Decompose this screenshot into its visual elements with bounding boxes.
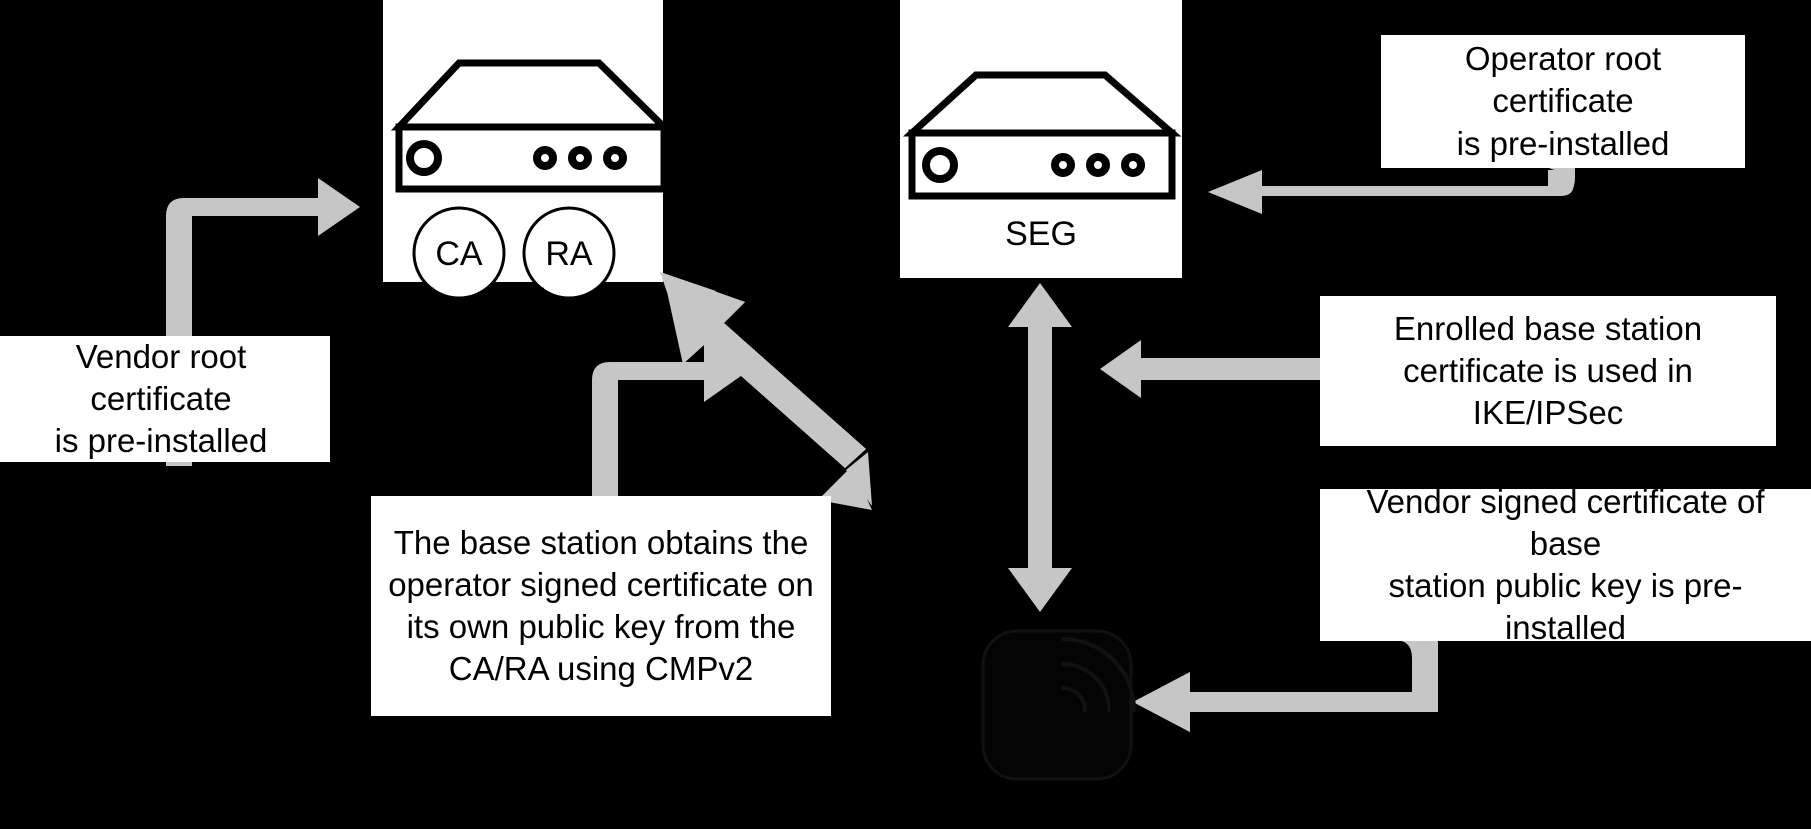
connector-seg-to-antenna (1008, 283, 1072, 612)
ca-badge: CA (412, 206, 506, 300)
callout-enrolled-base-station-certificate: Enrolled base station certificate is use… (1320, 296, 1776, 446)
svg-text:RA: RA (545, 235, 593, 273)
connector-enrolled-cert-to-seg-link (1100, 340, 1320, 398)
callout-vendor-signed-certificate: Vendor signed certificate of base statio… (1320, 483, 1811, 646)
callout-vendor-root-certificate: Vendor root certificate is pre-installed (0, 336, 330, 462)
ra-badge: RA (522, 206, 616, 300)
connector-vendor-signed-to-antenna-stem (1133, 640, 1438, 732)
base-station-device-icon (390, 59, 673, 193)
seg-panel (900, 0, 1182, 278)
callout-base-station-obtains-certificate: The base station obtains the operator si… (371, 496, 831, 716)
seg-node-label: SEG (1005, 215, 1077, 253)
seg-device-icon (902, 71, 1182, 200)
connector-cmpv2-note-to-link (592, 340, 748, 498)
seg-led-icons (922, 147, 1145, 183)
connector-operator-root-to-seg-shape (1208, 170, 1574, 214)
connector-base-station-to-seg (660, 272, 872, 510)
antenna-node-icon (981, 629, 1136, 781)
callout-operator-root-certificate: Operator root certificate is pre-install… (1381, 35, 1745, 168)
svg-text:CA: CA (435, 235, 483, 273)
base-station-led-icons (406, 140, 627, 176)
badge-pointer-icons (430, 287, 577, 315)
